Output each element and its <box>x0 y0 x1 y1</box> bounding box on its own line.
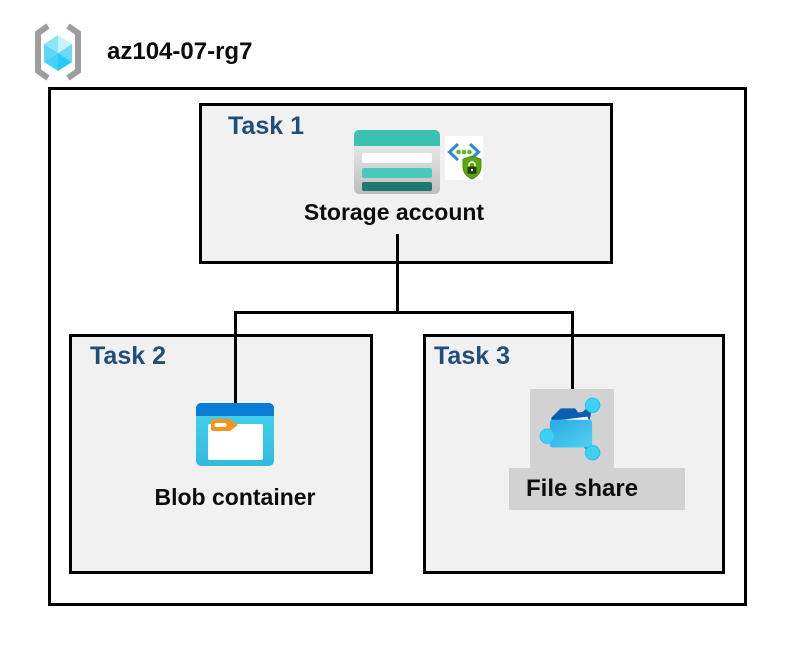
storage-icon-bar <box>362 168 432 178</box>
file-share-label-highlight: File share <box>509 468 685 510</box>
task3-label: Task 3 <box>434 342 510 370</box>
blob-icon-titlebar <box>196 403 274 416</box>
storage-account-icon <box>354 130 440 194</box>
storage-icon-bar <box>362 182 432 191</box>
connector-storage-stem <box>396 234 399 314</box>
resource-group-name: az104-07-rg7 <box>107 38 253 65</box>
file-share-icon-highlight <box>530 389 614 469</box>
task1-label: Task 1 <box>228 112 304 140</box>
storage-account-label: Storage account <box>303 199 485 225</box>
connector-to-fileshare <box>571 311 574 392</box>
file-share-icon <box>539 397 601 461</box>
storage-icon-topbar <box>354 130 440 146</box>
blob-container-icon <box>196 403 274 466</box>
file-share-label: File share <box>526 475 639 502</box>
storage-icon-bar <box>362 153 432 163</box>
blob-icon-tag <box>211 419 238 431</box>
connector-to-blob <box>234 311 237 404</box>
blob-container-label: Blob container <box>154 484 316 510</box>
task2-label: Task 2 <box>90 342 166 370</box>
resource-group-icon <box>35 23 81 81</box>
connector-horizontal <box>234 311 574 314</box>
task2-box: Task 2 <box>69 334 373 574</box>
shield-lock-glyph <box>462 155 482 180</box>
cube-glyph <box>44 35 72 71</box>
sas-shield-lock-icon <box>445 136 483 180</box>
